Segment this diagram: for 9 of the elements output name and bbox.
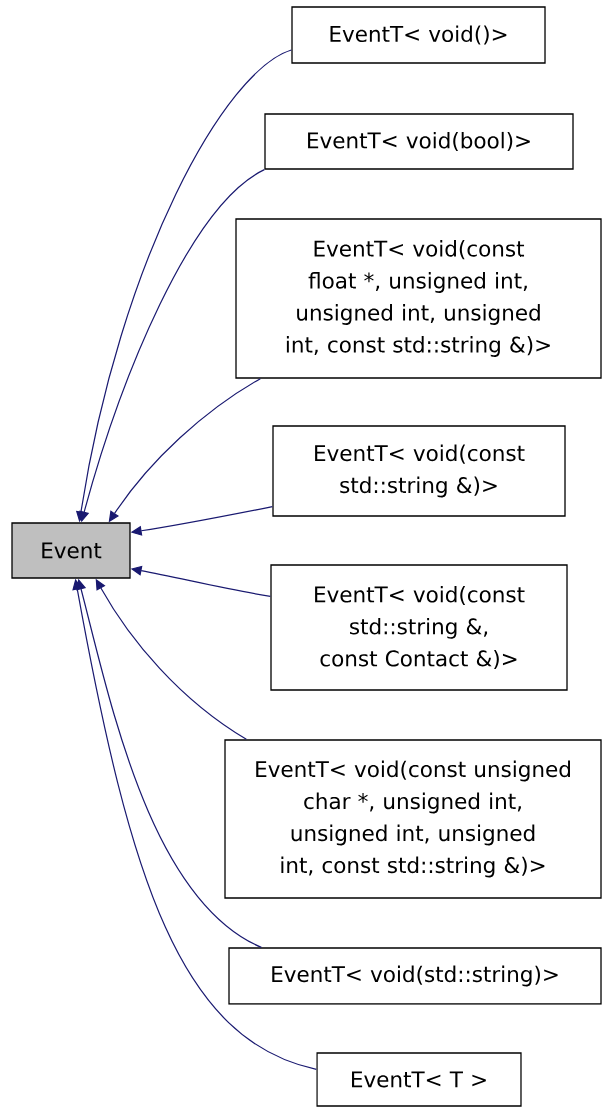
class-box: EventT< void(std::string)>	[228, 947, 602, 1005]
class-box: EventT< void()>	[291, 6, 546, 64]
class-box: Event	[11, 522, 131, 579]
class-box: EventT< void(bool)>	[264, 113, 574, 170]
class-box: EventT< void(const float *, unsigned int, unsigned int, unsigned int, const std::string &)>	[235, 218, 602, 379]
class-box: EventT< T >	[316, 1052, 522, 1107]
class-box: EventT< void(const std::string &, const Contact &)>	[270, 564, 568, 691]
class-box: EventT< void(const unsigned char *, unsigned int, unsigned int, unsigned int, const std::string &)>	[224, 739, 602, 899]
class-box: EventT< void(const std::string &)>	[272, 425, 566, 517]
